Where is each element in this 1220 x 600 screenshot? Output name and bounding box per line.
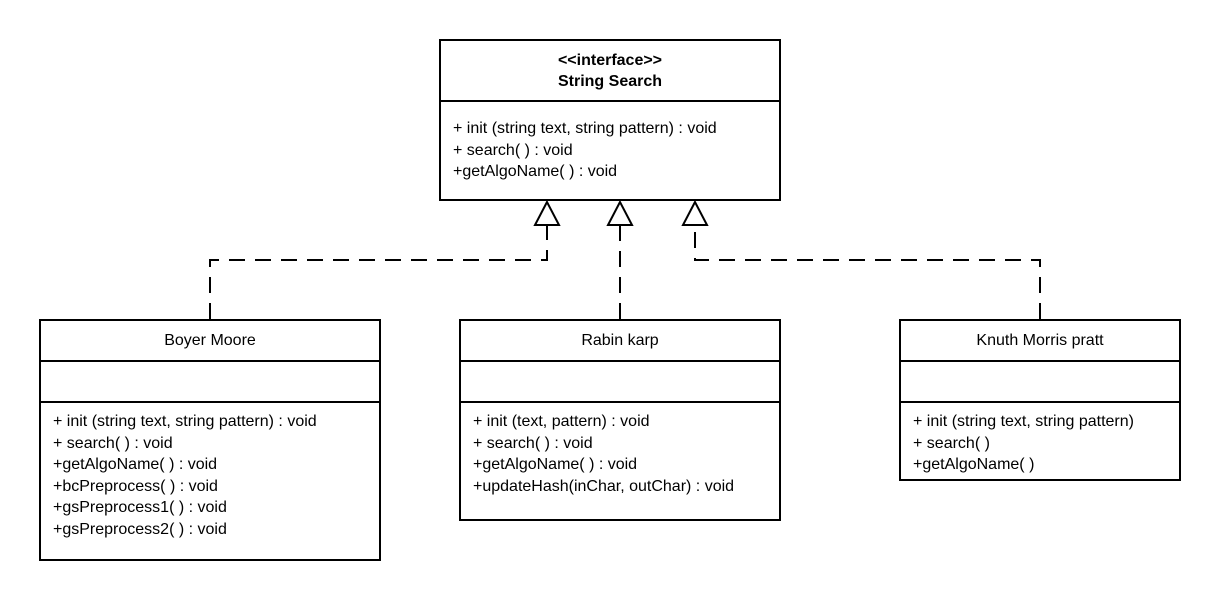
class-attributes [461, 362, 779, 403]
interface-name: String Search [557, 72, 663, 90]
method: +bcPreprocess( ) : void [53, 477, 218, 495]
method: +updateHash(inChar, outChar) : void [473, 477, 735, 495]
class-methods: + init (text, pattern) : void + search( … [461, 403, 779, 497]
realization-arrowhead-boyer-moore [533, 199, 561, 226]
class-boyer-moore[interactable]: Boyer Moore + init (string text, string … [39, 319, 381, 561]
class-name: Boyer Moore [164, 332, 256, 349]
realization-line-knuth-morris-pratt [694, 225, 1041, 319]
class-header: Knuth Morris pratt [901, 321, 1179, 362]
realization-arrowhead-rabin-karp [606, 199, 634, 226]
class-header: Boyer Moore [41, 321, 379, 362]
realization-arrowhead-knuth-morris-pratt [681, 199, 709, 226]
interface-stereotype: <<interface>> [557, 51, 663, 69]
interface-string-search[interactable]: <<interface>> String Search + init (stri… [439, 39, 781, 201]
method: + search( ) : void [453, 141, 573, 159]
class-name: Rabin karp [581, 332, 659, 349]
interface-methods: + init (string text, string pattern) : v… [441, 102, 779, 183]
class-name: Knuth Morris pratt [976, 332, 1104, 349]
method: +getAlgoName( ) [913, 456, 1035, 474]
realization-line-boyer-moore [209, 225, 548, 319]
method: +getAlgoName( ) : void [453, 163, 618, 181]
class-attributes [901, 362, 1179, 403]
class-knuth-morris-pratt[interactable]: Knuth Morris pratt + init (string text, … [899, 319, 1181, 481]
method: +gsPreprocess2( ) : void [53, 520, 227, 538]
method: + init (string text, string pattern) : v… [453, 120, 717, 137]
class-header: Rabin karp [461, 321, 779, 362]
class-attributes [41, 362, 379, 403]
interface-header: <<interface>> String Search [441, 41, 779, 102]
class-methods: + init (string text, string pattern) + s… [901, 403, 1179, 476]
method: +gsPreprocess1( ) : void [53, 499, 227, 517]
method: +getAlgoName( ) : void [53, 456, 218, 474]
class-methods: + init (string text, string pattern) : v… [41, 403, 379, 541]
class-rabin-karp[interactable]: Rabin karp + init (text, pattern) : void… [459, 319, 781, 521]
method: + init (string text, string pattern) [913, 413, 1134, 430]
method: + search( ) : void [53, 434, 173, 452]
method: + search( ) [913, 434, 990, 452]
method: +getAlgoName( ) : void [473, 456, 638, 474]
method: + init (string text, string pattern) : v… [53, 413, 317, 430]
method: + init (text, pattern) : void [473, 413, 650, 430]
method: + search( ) : void [473, 434, 593, 452]
